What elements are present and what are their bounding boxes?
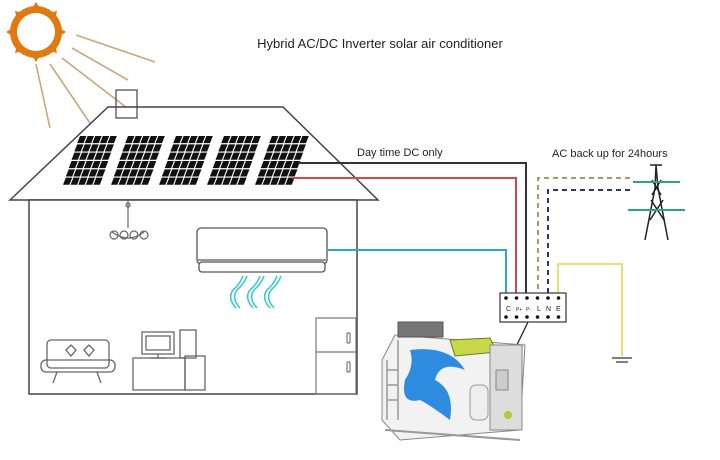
terminal-screw — [504, 315, 508, 319]
solar-panel-icon — [255, 136, 309, 185]
earth-wire — [557, 263, 623, 356]
terminal-screw — [514, 296, 519, 300]
chandelier-icon — [109, 200, 149, 240]
ground-icon — [612, 357, 632, 363]
terminal-label-n: N — [546, 306, 551, 313]
signal-wire — [328, 249, 507, 296]
terminal-screw — [525, 296, 529, 300]
terminal-screw — [546, 296, 550, 300]
diagram-title: Hybrid AC/DC Inverter solar air conditio… — [257, 36, 503, 51]
terminal-screw — [525, 315, 529, 319]
dc-label: Day time DC only — [357, 147, 443, 159]
solar-panels — [63, 136, 309, 185]
chimney — [115, 89, 138, 119]
terminal-block: C P+ P- L N E — [499, 292, 567, 323]
terminal-screw — [556, 315, 561, 319]
fan-blade-icon — [404, 349, 465, 420]
indoor-ac-unit — [196, 227, 328, 273]
cold-air-waves-icon — [229, 275, 282, 309]
terminal-screw — [514, 315, 519, 319]
sofa-icon — [40, 339, 116, 384]
desk-computer-icon — [132, 329, 206, 391]
solar-panel-icon — [63, 136, 117, 185]
terminal-screw — [556, 296, 561, 300]
terminal-screw — [504, 296, 508, 300]
solar-panel-icon — [207, 136, 261, 185]
outdoor-unit — [381, 321, 526, 441]
terminal-screw — [535, 296, 540, 300]
dc-negative-wire — [298, 162, 527, 296]
terminal-label-p-plus: P+ — [516, 307, 522, 313]
terminal-screw — [535, 315, 540, 319]
terminal-label-l: L — [537, 306, 541, 313]
ac-neutral-wire — [547, 189, 630, 296]
fridge-icon — [315, 317, 357, 395]
solar-panel-icon — [111, 136, 165, 185]
terminal-label-p-minus: P- — [526, 307, 531, 313]
power-pylon-icon — [628, 164, 685, 241]
ac-live-wire — [537, 177, 630, 296]
terminal-label-e: E — [556, 306, 561, 313]
solar-panel-icon — [159, 136, 213, 185]
terminal-label-c: C — [506, 306, 511, 313]
ac-backup-label: AC back up for 24hours — [552, 148, 668, 160]
sun-icon — [6, 2, 156, 136]
terminal-screw — [546, 315, 550, 319]
dc-positive-wire — [292, 177, 517, 296]
